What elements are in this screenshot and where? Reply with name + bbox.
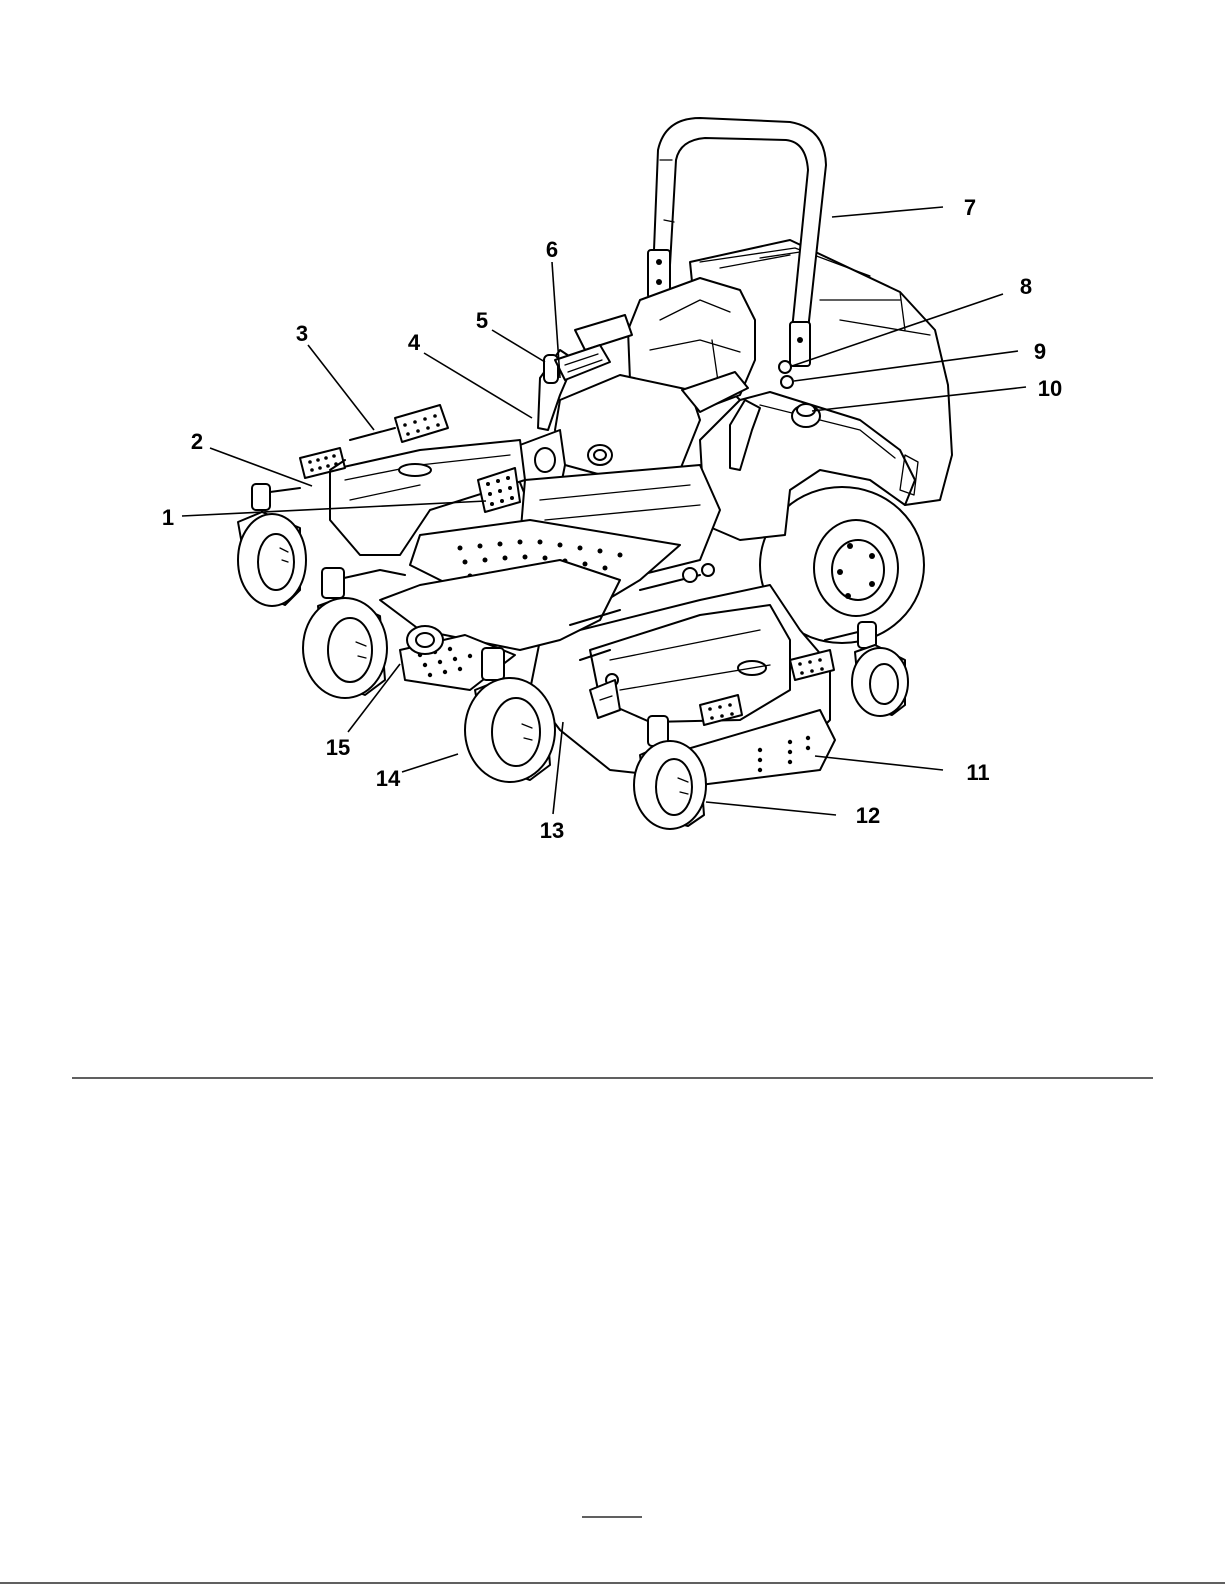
- caster-post-2: [322, 568, 344, 598]
- callout-12: 12: [856, 803, 880, 828]
- callout-2: 2: [191, 429, 203, 454]
- caster-post-3: [482, 648, 504, 680]
- leader-11: [815, 756, 943, 770]
- indicator-knob-8: [779, 361, 791, 373]
- deck-lift-pedal-rear: [395, 405, 448, 442]
- caster-post-5: [858, 622, 876, 648]
- left-armrest: [575, 315, 632, 350]
- leader-3: [308, 345, 374, 430]
- callout-14: 14: [376, 766, 401, 791]
- callout-13: 13: [540, 818, 564, 843]
- caster-post-1: [252, 484, 270, 510]
- callout-3: 3: [296, 321, 308, 346]
- callout-6: 6: [546, 237, 558, 262]
- leader-5: [492, 330, 545, 362]
- callout-8: 8: [1020, 274, 1032, 299]
- callout-7: 7: [964, 195, 976, 220]
- control-panel: [555, 345, 610, 380]
- seat-cushion: [555, 375, 700, 480]
- callout-4: 4: [408, 330, 421, 355]
- callout-10: 10: [1038, 376, 1062, 401]
- callout-11: 11: [966, 760, 989, 785]
- callout-5: 5: [476, 308, 488, 333]
- leader-12: [706, 802, 836, 815]
- leader-14: [402, 754, 458, 772]
- callout-1: 1: [162, 505, 174, 530]
- callout-15: 15: [326, 735, 350, 760]
- leader-2: [210, 448, 312, 486]
- mower-illustration: [238, 118, 952, 829]
- indicator-knob-9: [781, 376, 793, 388]
- leader-7: [832, 207, 943, 217]
- callout-9: 9: [1034, 339, 1046, 364]
